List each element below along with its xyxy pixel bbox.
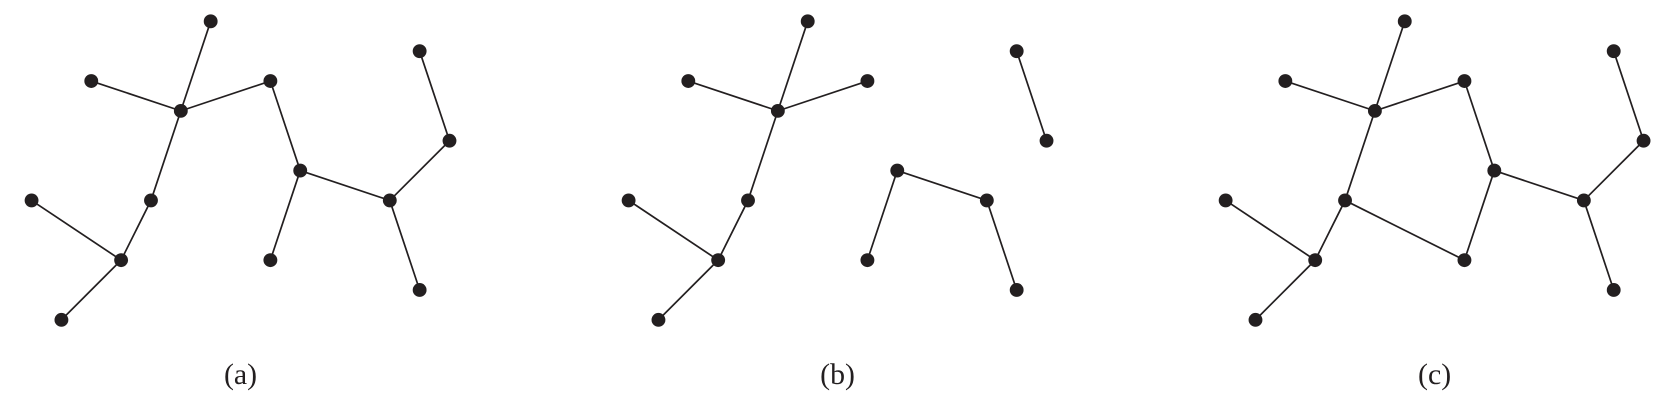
- node-9: [1487, 163, 1502, 178]
- edge-9-11: [1494, 169, 1585, 202]
- edge-3-5: [747, 110, 779, 201]
- node-12: [442, 133, 457, 148]
- panel-a: [24, 14, 457, 327]
- node-10: [263, 253, 278, 268]
- edge-9-11: [299, 169, 391, 202]
- edge-7-8: [1254, 259, 1316, 321]
- edge-4-9: [269, 80, 302, 171]
- edge-6-7: [31, 199, 122, 261]
- node-7: [114, 253, 129, 268]
- edge-5-7: [1314, 200, 1346, 261]
- node-6: [621, 193, 636, 208]
- edge-11-14: [986, 200, 1018, 291]
- edge-2-3: [688, 80, 779, 112]
- node-5: [144, 193, 158, 208]
- node-14: [1009, 283, 1024, 297]
- node-4: [860, 74, 875, 88]
- edge-3-5: [150, 110, 182, 201]
- edge-2-3: [91, 80, 182, 112]
- edge-1-3: [777, 21, 809, 112]
- edge-11-12: [1583, 140, 1645, 202]
- edge-2-3: [1285, 80, 1376, 112]
- edge-9-10: [269, 170, 302, 261]
- edge-6-7: [628, 199, 719, 261]
- node-2: [1278, 74, 1293, 88]
- edge-5-10: [1344, 199, 1465, 261]
- edge-12-13: [1015, 50, 1048, 141]
- edge-5-7: [120, 200, 152, 261]
- node-2: [681, 74, 696, 88]
- node-10: [860, 253, 875, 268]
- panel-a-label: (a): [224, 358, 257, 391]
- edge-12-13: [1612, 50, 1645, 141]
- node-6: [24, 193, 39, 208]
- node-8: [54, 312, 69, 327]
- node-14: [412, 283, 427, 297]
- edge-11-14: [388, 200, 421, 291]
- node-3: [1367, 103, 1382, 118]
- node-11: [979, 193, 994, 208]
- edge-9-10: [1463, 170, 1496, 261]
- panel-b-label: (b): [820, 358, 855, 391]
- node-7: [711, 253, 726, 268]
- node-13: [1606, 44, 1621, 59]
- edge-9-11: [897, 169, 988, 202]
- node-1: [800, 14, 815, 29]
- edge-3-4: [1374, 80, 1465, 112]
- edge-11-12: [389, 140, 451, 202]
- node-12: [1039, 133, 1054, 148]
- node-8: [651, 312, 666, 327]
- edge-1-3: [180, 21, 212, 112]
- node-8: [1248, 312, 1263, 327]
- edge-9-10: [866, 170, 899, 261]
- node-14: [1606, 283, 1621, 297]
- node-3: [770, 103, 785, 118]
- edge-7-8: [657, 259, 719, 321]
- node-13: [1009, 44, 1024, 59]
- node-13: [412, 44, 427, 59]
- edge-12-13: [418, 50, 451, 141]
- node-1: [203, 14, 218, 29]
- edge-3-4: [180, 80, 271, 112]
- panel-c-label: (c): [1418, 358, 1451, 391]
- node-10: [1457, 253, 1472, 268]
- node-11: [382, 193, 397, 208]
- edge-3-4: [777, 80, 868, 112]
- node-9: [890, 163, 905, 178]
- edge-11-14: [1583, 200, 1615, 291]
- node-7: [1308, 253, 1323, 268]
- node-3: [173, 103, 188, 118]
- node-9: [293, 163, 308, 178]
- node-4: [1457, 74, 1472, 88]
- panel-b: [621, 14, 1054, 327]
- node-5: [741, 193, 755, 208]
- panel-c: [1218, 14, 1651, 327]
- node-2: [84, 74, 99, 88]
- node-5: [1338, 193, 1352, 208]
- edge-3-5: [1344, 110, 1376, 201]
- edge-6-7: [1225, 199, 1316, 261]
- node-4: [263, 74, 278, 88]
- node-6: [1218, 193, 1233, 208]
- node-12: [1636, 133, 1651, 148]
- edge-1-3: [1374, 21, 1406, 112]
- edge-5-7: [717, 200, 749, 261]
- edge-7-8: [60, 259, 122, 321]
- node-11: [1576, 193, 1591, 208]
- node-1: [1397, 14, 1412, 29]
- edge-4-9: [1463, 80, 1496, 171]
